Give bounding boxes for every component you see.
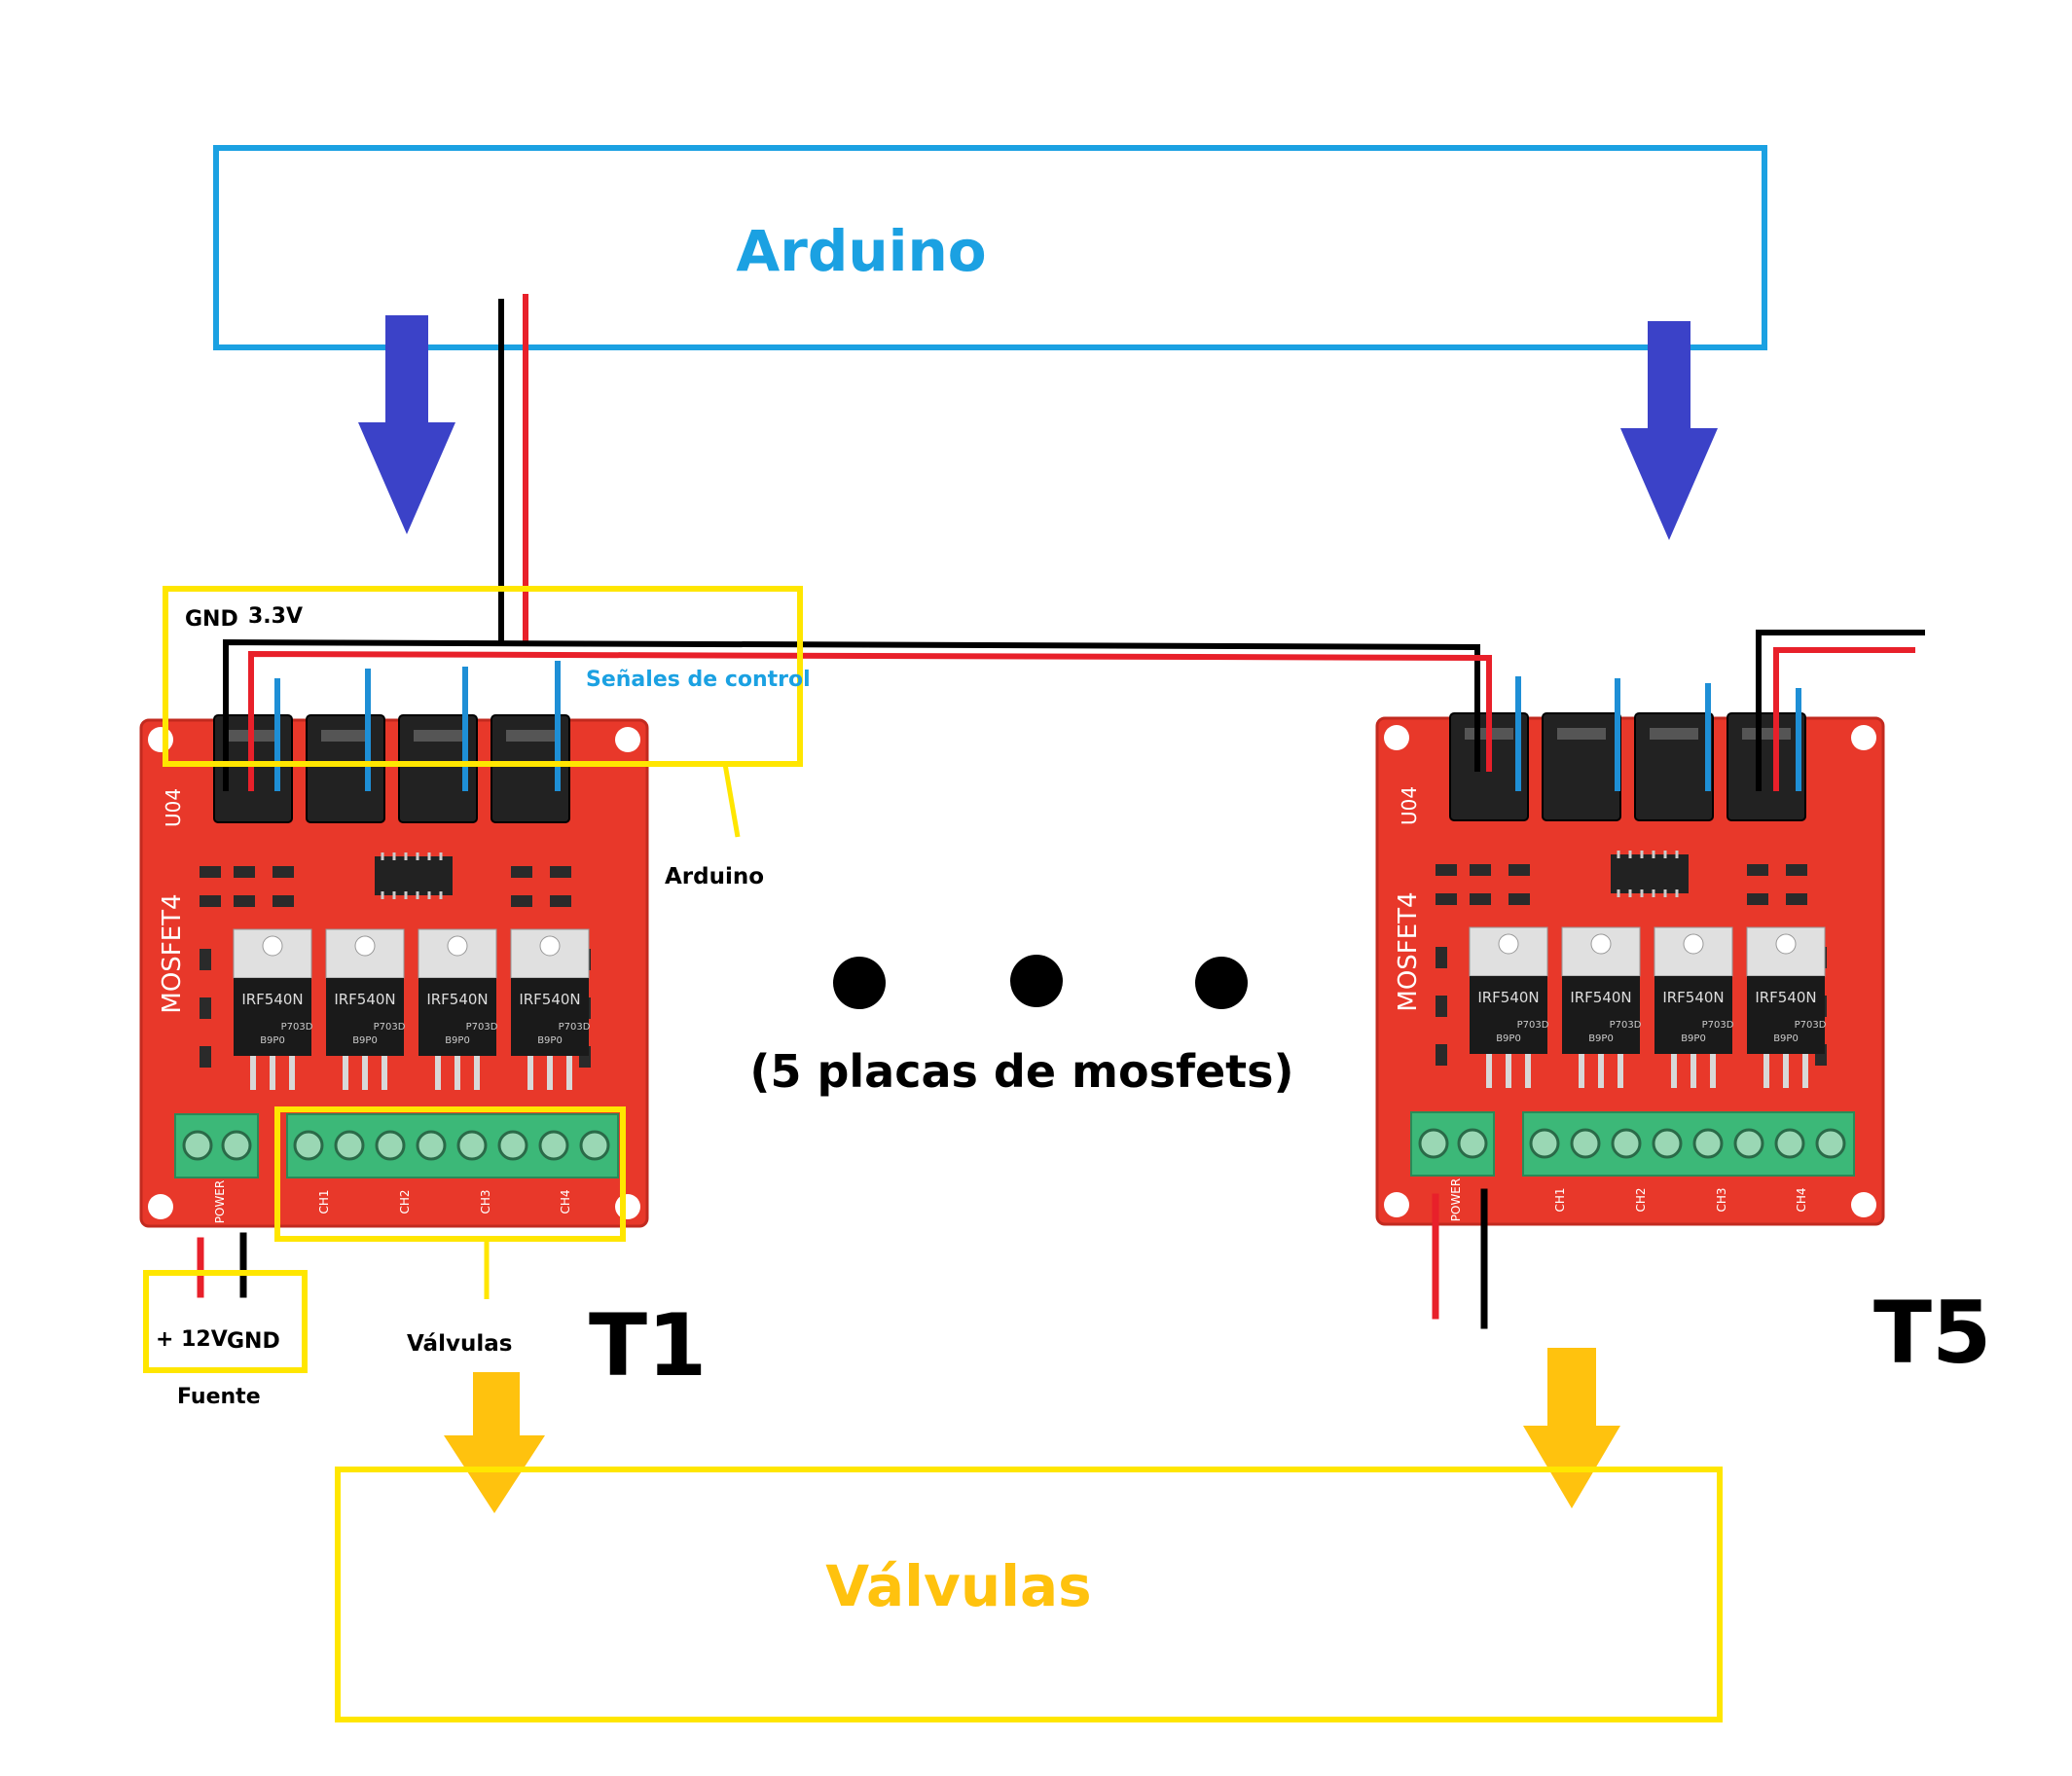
mosfet-2-code: P703D (1610, 1020, 1642, 1031)
terminal-ch4-label: CH4 (1795, 1187, 1808, 1212)
terminal-ch1-label: CH1 (1553, 1187, 1567, 1212)
mosfet-1-code2: B9P0 (260, 1035, 285, 1046)
mosfet-1-code: P703D (1517, 1020, 1549, 1031)
mosfet-3-label: IRF540N (426, 991, 488, 1008)
t5-label: T5 (1873, 1283, 1991, 1383)
ellipsis-dot-3 (1195, 957, 1248, 1009)
ellipsis-dot-2 (1010, 955, 1063, 1007)
mosfet-1-code: P703D (281, 1022, 313, 1033)
fuente-label: Fuente (177, 1385, 261, 1409)
control-highlight-callout (725, 764, 738, 837)
mosfet-3-code: P703D (1702, 1020, 1734, 1031)
power-supply-highlight (146, 1273, 305, 1370)
mosfet-4-code: P703D (1795, 1020, 1827, 1031)
mosfet-2-code: P703D (374, 1022, 406, 1033)
mosfet-4-code: P703D (559, 1022, 591, 1033)
arduino-box-label: Arduino (736, 218, 986, 284)
mosfet-4-code2: B9P0 (537, 1035, 563, 1046)
boards-count-note: (5 placas de mosfets) (749, 1045, 1293, 1098)
arduino-box (216, 148, 1764, 347)
mosfet-2-label: IRF540N (334, 991, 395, 1008)
mosfet-1-code2: B9P0 (1496, 1033, 1521, 1044)
valvulas-small-label: Válvulas (407, 1331, 512, 1357)
terminal-ch1-label: CH1 (317, 1189, 331, 1214)
board-rev-label: U04 (1398, 786, 1421, 825)
mosfet-2-code2: B9P0 (352, 1035, 378, 1046)
mosfet-1-label: IRF540N (241, 991, 303, 1008)
arrow-t5-to-valves (1523, 1348, 1620, 1508)
gnd-bottom-label: GND (227, 1329, 280, 1354)
mosfet-4-label: IRF540N (519, 991, 580, 1008)
gnd-top-label: GND (185, 607, 238, 632)
arduino-small-label: Arduino (665, 864, 764, 889)
arrow-t1-to-valves (444, 1372, 545, 1513)
mosfet-4-code2: B9P0 (1773, 1033, 1799, 1044)
terminal-ch3-label: CH3 (1715, 1187, 1728, 1212)
valves-box-label: Válvulas (825, 1553, 1091, 1619)
control-signals-label: Señales de control (586, 668, 811, 692)
mosfet-2-code2: B9P0 (1588, 1033, 1614, 1044)
t1-label: T1 (589, 1295, 707, 1395)
mosfet-3-label: IRF540N (1662, 989, 1724, 1006)
board-model-label: MOSFET4 (1394, 891, 1423, 1011)
mosfet-board-t1: MOSFET4 U04 IRF540N IRF540N IRF540N IRF5… (141, 715, 647, 1226)
mosfet-board-t5: MOSFET4 U04 IRF540N IRF540N IRF540N IRF5… (1377, 713, 1883, 1224)
mosfet-2-label: IRF540N (1570, 989, 1631, 1006)
plus12v-label: + 12V (156, 1327, 228, 1352)
terminal-ch4-label: CH4 (559, 1189, 572, 1214)
power-label: POWER (1449, 1178, 1463, 1221)
mosfet-3-code2: B9P0 (445, 1035, 470, 1046)
terminal-ch3-label: CH3 (479, 1189, 492, 1214)
mosfet-4-label: IRF540N (1755, 989, 1816, 1006)
mosfet-3-code2: B9P0 (1681, 1033, 1706, 1044)
ellipsis-dot-1 (833, 957, 886, 1009)
terminal-ch2-label: CH2 (398, 1189, 412, 1214)
terminal-ch2-label: CH2 (1634, 1187, 1648, 1212)
power-label: POWER (213, 1180, 227, 1223)
board-model-label: MOSFET4 (158, 893, 187, 1013)
v33-top-label: 3.3V (248, 604, 303, 629)
mosfet-3-code: P703D (466, 1022, 498, 1033)
arrow-arduino-to-t5 (1620, 321, 1718, 540)
board-rev-label: U04 (162, 788, 185, 827)
mosfet-1-label: IRF540N (1477, 989, 1539, 1006)
